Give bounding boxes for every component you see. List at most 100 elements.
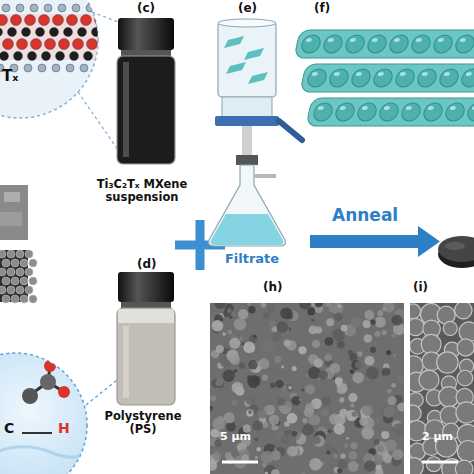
sem-grain (267, 304, 275, 312)
sem-grain (214, 303, 225, 309)
scale-label: 2 μm (422, 431, 472, 444)
sem-image-i (403, 302, 474, 474)
sem-grain (325, 354, 332, 361)
sem-bubble (457, 339, 474, 356)
sem-grain (352, 411, 358, 417)
process-label: Anneal (332, 206, 432, 225)
mxene-vial-part (118, 18, 174, 50)
panel-letter: (i) (413, 281, 443, 295)
sem-bubble (426, 457, 441, 472)
sem-grain (246, 396, 254, 404)
sem-grain (246, 409, 253, 416)
atom-sphere (64, 28, 73, 37)
sem-grain (298, 460, 311, 473)
sem-image-h (207, 297, 406, 474)
pore-highlight (405, 106, 412, 110)
sem-grain (381, 375, 391, 385)
sem-grain (377, 445, 384, 452)
sphere-particle (25, 286, 33, 294)
polystyrene-zoom-part (0, 360, 90, 457)
pore-highlight (355, 72, 362, 76)
sem-bubble (437, 352, 458, 373)
atom-sphere (16, 4, 24, 12)
sem-bubble (456, 402, 474, 423)
pore-highlight (399, 72, 406, 76)
atom-sphere (17, 39, 28, 50)
pore-highlight (449, 106, 456, 110)
polystyrene-vial-part (121, 302, 171, 308)
sem-grain (210, 406, 213, 411)
sem-grain (210, 461, 217, 471)
sem-grain (334, 423, 345, 434)
pore-bump (444, 103, 466, 121)
sem-grain (253, 335, 256, 338)
sem-grain (357, 351, 363, 357)
sem-grain (312, 340, 320, 348)
sem-grain (275, 356, 282, 363)
sphere-particle (7, 250, 15, 258)
filtration-apparatus-part (244, 48, 264, 60)
sem-grain (212, 451, 221, 460)
sem-grain (364, 460, 376, 472)
sem-grain (322, 396, 331, 405)
sem-grain (350, 369, 355, 374)
filtration-apparatus-part (224, 36, 244, 48)
sem-image-h-part (210, 303, 404, 474)
sem-grain (337, 341, 345, 349)
mxene-zoom (0, 0, 118, 150)
atom-sphere (2, 4, 10, 12)
atom-sphere (3, 39, 14, 50)
sem-grain (351, 442, 358, 449)
sem-thumbnails-part (0, 250, 28, 302)
pore-bump (356, 103, 378, 121)
pore-highlight (339, 106, 346, 110)
sem-grain (215, 415, 219, 419)
pore-bump (400, 103, 422, 121)
structure-model: (f) (300, 0, 474, 140)
sem-grain (381, 431, 389, 439)
sem-grain (238, 412, 246, 420)
sphere-particle (0, 250, 6, 258)
polystyrene-zoom-part-part (40, 374, 56, 390)
sem-grain (234, 318, 246, 330)
sem-grain (391, 383, 396, 388)
sem-bubble (457, 441, 474, 462)
sphere-particle (20, 277, 28, 285)
sem-grain (223, 309, 231, 317)
sem-grain (223, 370, 235, 382)
sem-grain (256, 447, 261, 452)
porous-structure (294, 30, 474, 126)
sem-grain (352, 372, 364, 384)
atom-sphere (50, 28, 59, 37)
sem-grain (370, 347, 376, 353)
pore-highlight (371, 38, 378, 42)
polystyrene-zoom-part-part (22, 388, 38, 404)
sem-bubble (410, 458, 423, 474)
sem-grain (343, 443, 348, 448)
sem-bubble (457, 370, 473, 386)
polystyrene-zoom (0, 353, 117, 474)
sem-grain (307, 308, 315, 316)
sem-grain (346, 410, 357, 421)
sem-grain (239, 337, 243, 341)
product-disc (438, 236, 474, 268)
sem-grain (270, 368, 273, 371)
pore-bump (460, 69, 474, 87)
atom-sphere (31, 39, 42, 50)
plus-sign-part (196, 220, 205, 270)
sem-grain (229, 316, 232, 319)
pore-bump (344, 35, 366, 53)
atom-sphere (30, 4, 38, 12)
sem-grain (313, 436, 321, 444)
sem-grain (340, 453, 345, 458)
atom-sphere (87, 39, 98, 50)
sem-grain (387, 389, 392, 394)
sem-grain (258, 358, 269, 369)
sem-grain (299, 398, 302, 401)
sphere-particle (16, 268, 24, 276)
sem-grain (225, 452, 232, 459)
pore-highlight (421, 72, 428, 76)
structure-sheet (294, 30, 474, 58)
sem-grain (238, 309, 248, 319)
pore-bump (416, 69, 438, 87)
